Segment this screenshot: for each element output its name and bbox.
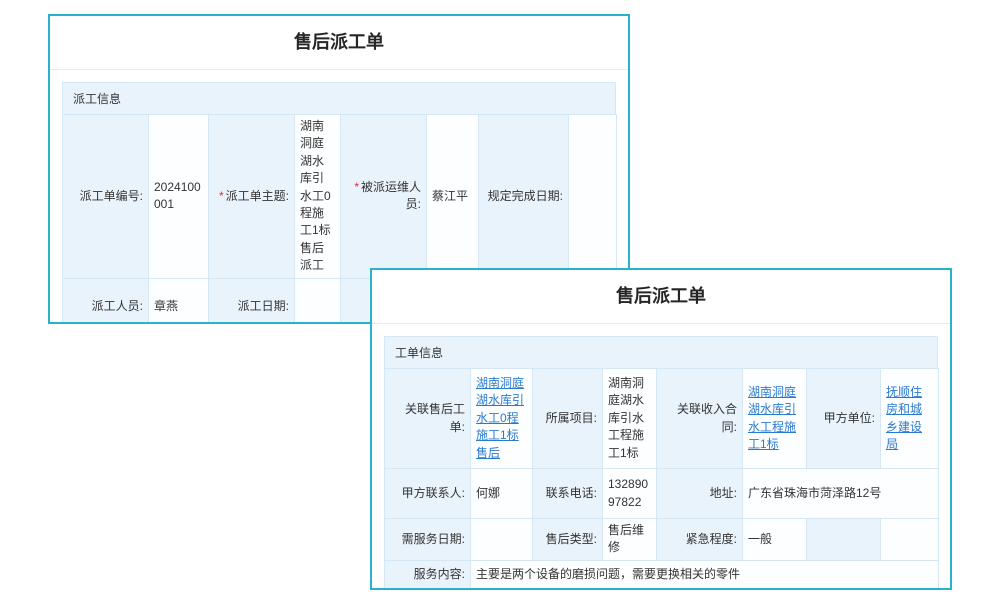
section-header-dispatch-info: 派工信息: [62, 82, 616, 115]
empty-label-cell: [806, 518, 881, 561]
order-info-table: 关联售后工单: 湖南洞庭湖水库引水工0程施工1标售后 所属项目: 湖南洞庭湖水库…: [384, 368, 939, 588]
address-label: 地址:: [656, 468, 743, 519]
required-marker: *: [218, 188, 224, 203]
empty-value-cell: [880, 518, 939, 561]
table-row: 需服务日期: 售后类型: 售后维修 紧急程度: 一般: [384, 518, 939, 561]
page-title: 售后派工单: [372, 270, 950, 324]
assignee-value: 蔡江平: [426, 114, 479, 279]
table-row: 派工单编号: 2024100001 *派工单主题: 湖南洞庭湖水库引水工0程施工…: [62, 114, 617, 279]
related-order-link[interactable]: 湖南洞庭湖水库引水工0程施工1标售后: [476, 376, 525, 460]
dispatch-no-value: 2024100001: [148, 114, 209, 279]
dispatcher-value: 章燕: [148, 277, 209, 322]
service-type-label: 售后类型:: [532, 518, 603, 561]
address-value: 广东省珠海市菏泽路12号: [742, 468, 939, 519]
party-a-link[interactable]: 抚顺住房和城乡建设局: [886, 384, 923, 451]
service-date-label: 需服务日期:: [384, 518, 471, 561]
subject-value: 湖南洞庭湖水库引水工0程施工1标售后派工: [294, 114, 341, 279]
subject-label: 派工单主题:: [225, 188, 289, 203]
contact-label: 甲方联系人:: [384, 468, 471, 519]
urgency-label: 紧急程度:: [656, 518, 743, 561]
service-content-value: 主要是两个设备的磨损问题，需要更换相关的零件: [470, 559, 939, 588]
table-row: 服务内容: 主要是两个设备的磨损问题，需要更换相关的零件: [384, 559, 939, 588]
phone-value: 13289097822: [602, 468, 657, 519]
party-a-cell: 抚顺住房和城乡建设局: [880, 368, 939, 469]
dispatch-date-value: [294, 277, 341, 322]
assignee-label: 被派运维人员:: [360, 179, 421, 212]
dispatch-no-label: 派工单编号:: [62, 114, 149, 279]
income-contract-cell: 湖南洞庭湖水库引水工程施工1标: [742, 368, 807, 469]
required-marker: *: [354, 179, 359, 194]
assignee-label-cell: *被派运维人员:: [340, 114, 427, 279]
section-header-order-info: 工单信息: [384, 336, 938, 369]
subject-label-cell: *派工单主题:: [208, 114, 295, 279]
dispatch-date-label: 派工日期:: [208, 277, 295, 322]
service-content-label: 服务内容:: [384, 559, 471, 588]
related-order-cell: 湖南洞庭湖水库引水工0程施工1标售后: [470, 368, 533, 469]
deadline-label: 规定完成日期:: [478, 114, 569, 279]
deadline-value: [568, 114, 617, 279]
table-row: 关联售后工单: 湖南洞庭湖水库引水工0程施工1标售后 所属项目: 湖南洞庭湖水库…: [384, 368, 939, 469]
project-value: 湖南洞庭湖水库引水工程施工1标: [602, 368, 657, 469]
table-row: 甲方联系人: 何娜 联系电话: 13289097822 地址: 广东省珠海市菏泽…: [384, 468, 939, 519]
income-contract-label: 关联收入合同:: [656, 368, 743, 469]
urgency-value: 一般: [742, 518, 807, 561]
page-title: 售后派工单: [50, 16, 628, 70]
related-order-label: 关联售后工单:: [384, 368, 471, 469]
income-contract-link[interactable]: 湖南洞庭湖水库引水工程施工1标: [748, 384, 797, 451]
dispatcher-label: 派工人员:: [62, 277, 149, 322]
order-panel-body: 工单信息 关联售后工单: 湖南洞庭湖水库引水工0程施工1标售后 所属项目: 湖南…: [372, 324, 950, 588]
order-info-panel: 售后派工单 工单信息 关联售后工单: 湖南洞庭湖水库引水工0程施工1标售后 所属…: [370, 268, 952, 590]
service-type-value: 售后维修: [602, 518, 657, 561]
service-date-value: [470, 518, 533, 561]
phone-label: 联系电话:: [532, 468, 603, 519]
contact-value: 何娜: [470, 468, 533, 519]
project-label: 所属项目:: [532, 368, 603, 469]
party-a-label: 甲方单位:: [806, 368, 881, 469]
